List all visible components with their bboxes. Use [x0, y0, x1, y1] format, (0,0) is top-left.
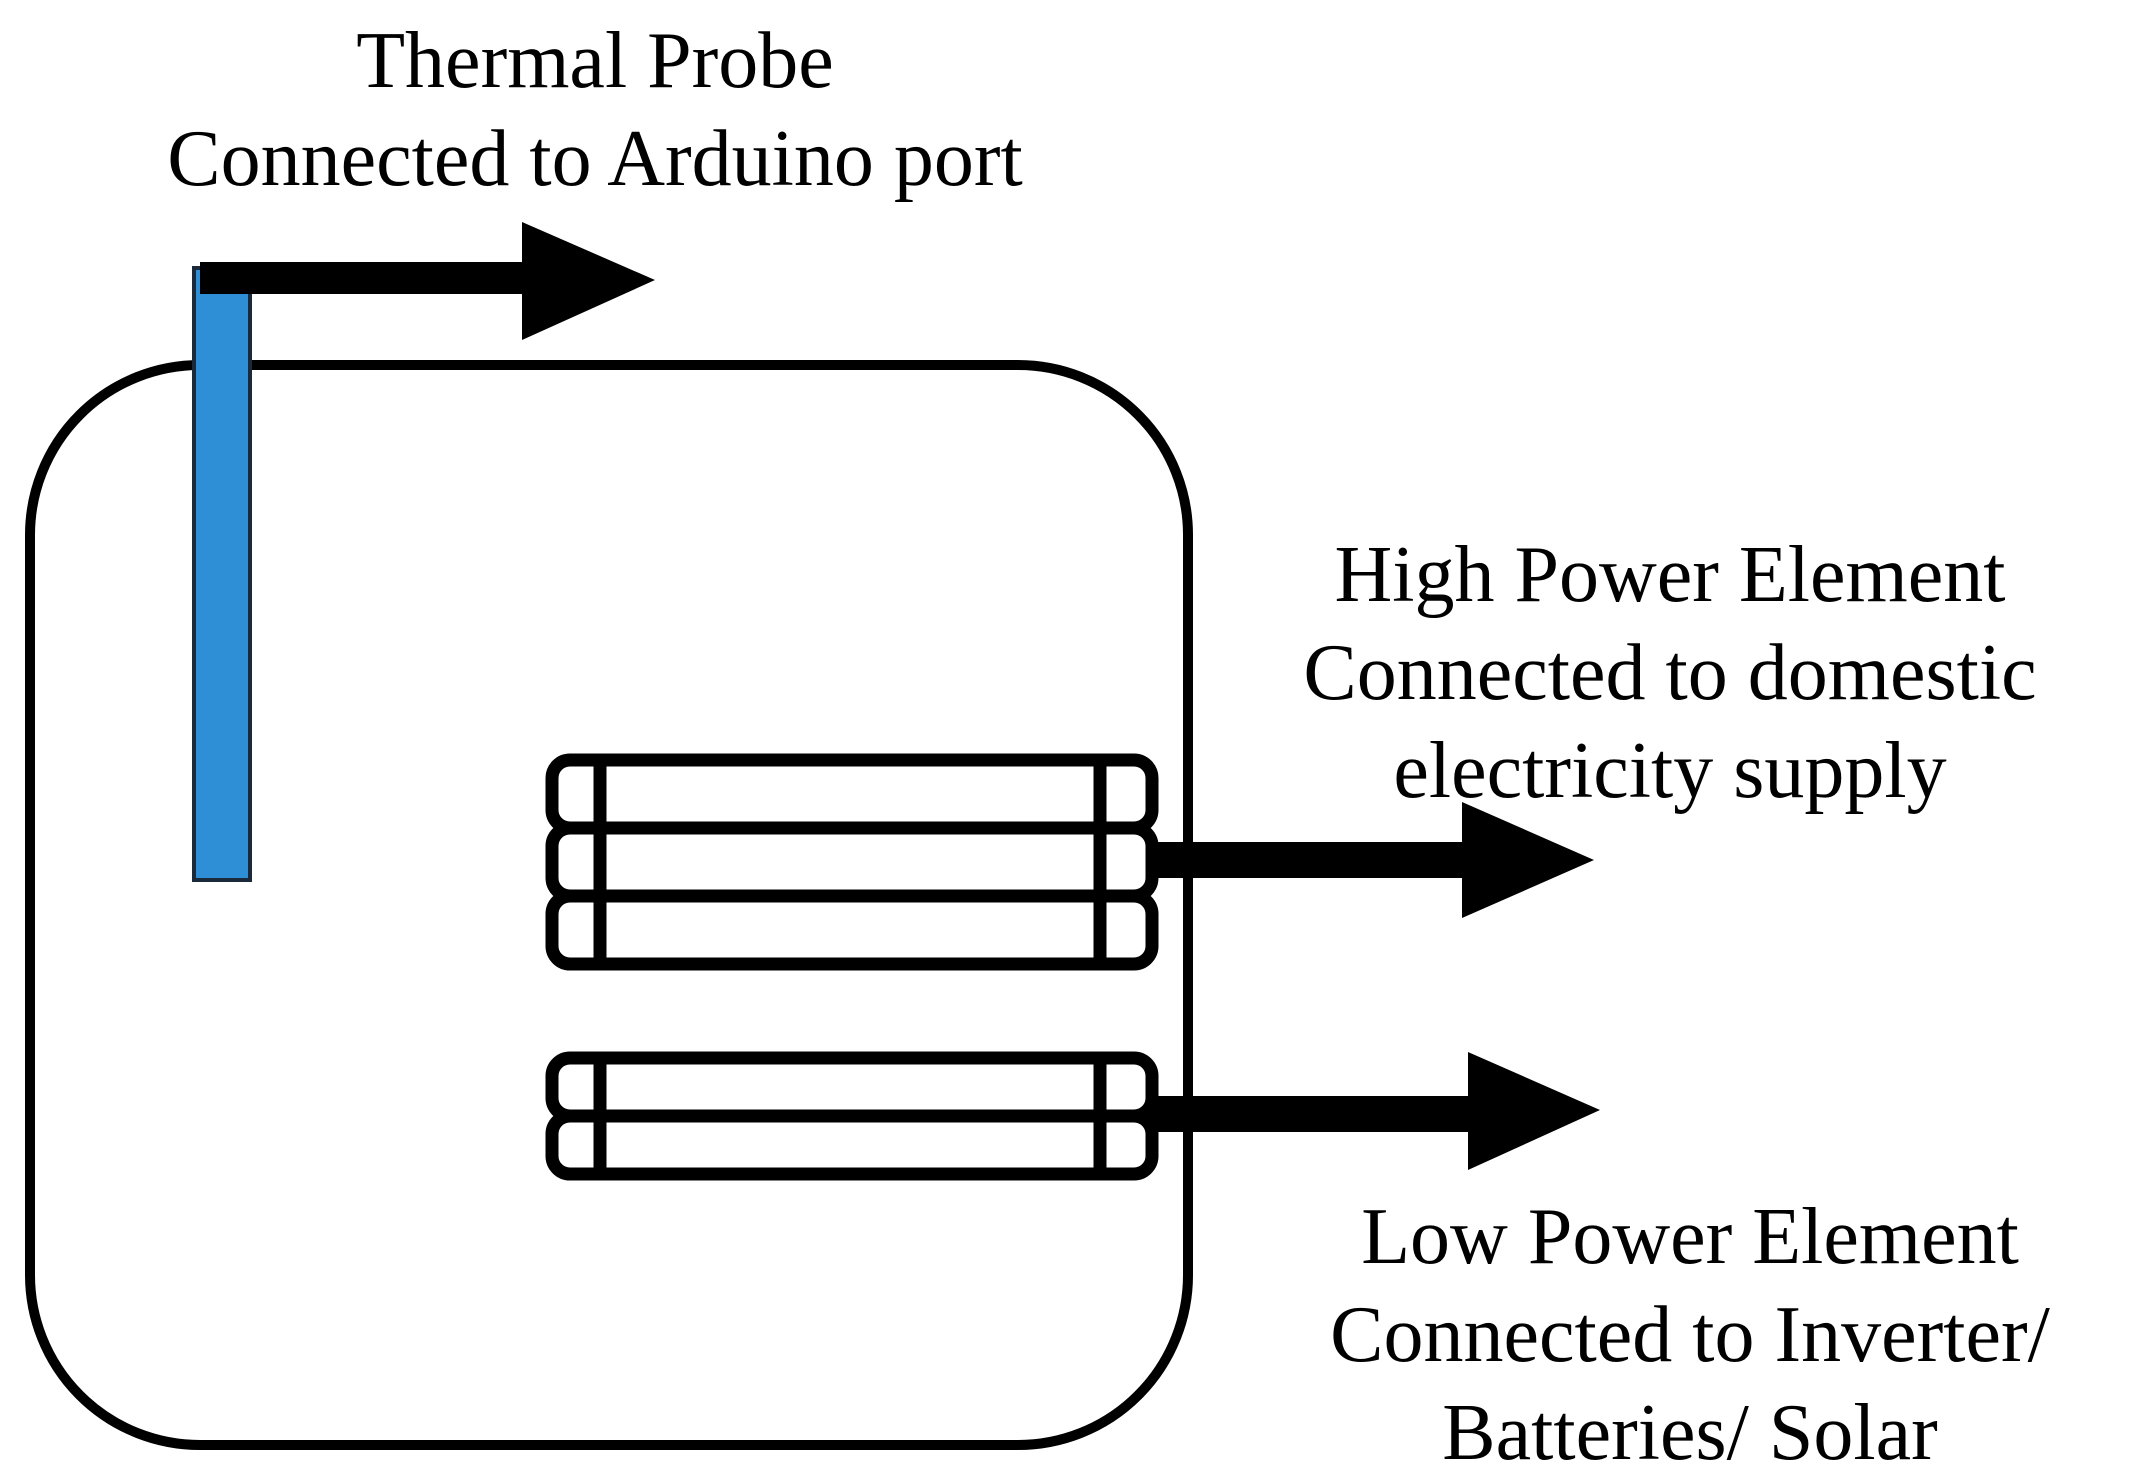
tank-outline	[25, 360, 1193, 1450]
thermal-probe	[192, 266, 252, 882]
low-power-element	[545, 1051, 1159, 1181]
probe-label-line2: Connected to Arduino port	[167, 115, 1023, 203]
probe-arrow	[200, 222, 655, 340]
high-power-label-line2: Connected to domestic	[1303, 629, 2037, 717]
low-power-label-line3: Batteries/ Solar	[1442, 1389, 1938, 1477]
probe-label-line1: Thermal Probe	[356, 17, 834, 105]
low-power-label-line2: Connected to Inverter/	[1330, 1291, 2050, 1379]
high-power-label-line1: High Power Element	[1334, 531, 2006, 619]
low-power-label: Low Power Element Connected to Inverter/…	[1240, 1188, 2140, 1482]
high-power-label-line3: electricity supply	[1393, 727, 1947, 815]
probe-label: Thermal Probe Connected to Arduino port	[30, 12, 1160, 208]
high-power-arrow	[1150, 802, 1594, 918]
low-power-label-line1: Low Power Element	[1361, 1193, 2019, 1281]
high-power-element	[545, 753, 1159, 971]
high-power-label: High Power Element Connected to domestic…	[1195, 526, 2145, 820]
low-power-arrow	[1150, 1052, 1600, 1170]
